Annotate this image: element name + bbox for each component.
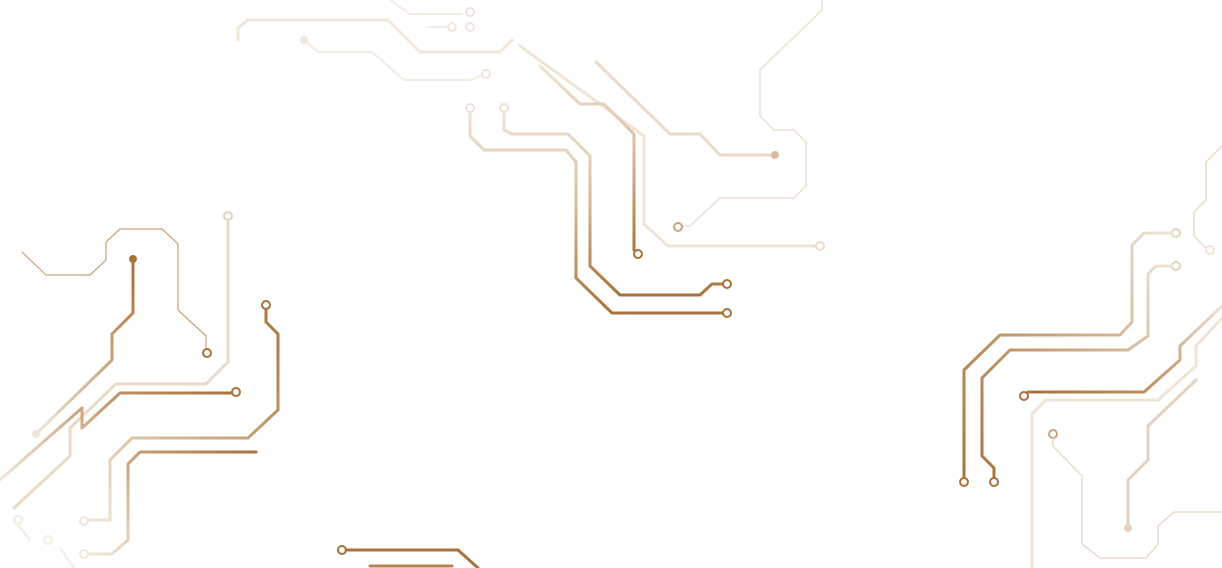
top-circuit-cluster: [236, 0, 825, 318]
left-circuit-cluster: [0, 211, 280, 568]
bottom-circuit-cluster: [337, 545, 480, 568]
right-circuit-cluster: [959, 145, 1222, 568]
